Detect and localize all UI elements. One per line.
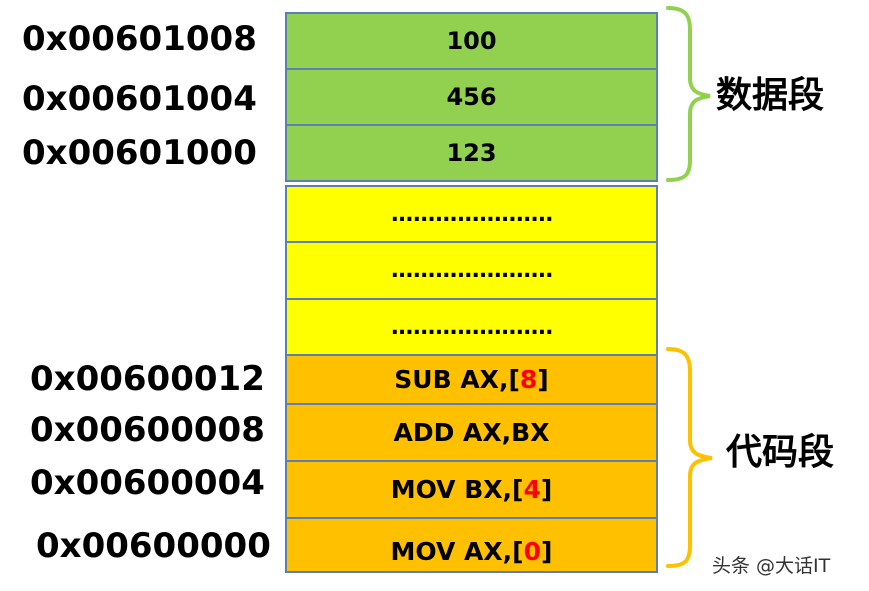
address-label: 0x00601008	[22, 19, 257, 59]
watermark-text: 头条 @大话IT	[712, 555, 831, 577]
instruction-suffix: ]	[540, 475, 553, 504]
memory-cell-data: 123	[285, 124, 658, 182]
cell-value: 123	[446, 139, 497, 167]
instruction-operand: 4	[523, 475, 541, 504]
instruction-operand: 8	[519, 365, 538, 394]
ellipsis-text: ......................	[390, 201, 554, 227]
ellipsis-text: ......................	[390, 258, 554, 283]
instruction-operand: 0	[523, 536, 542, 566]
instruction-text: SUB AX,[8]	[394, 365, 548, 394]
memory-cell-gap: ......................	[285, 241, 658, 300]
instruction-text: ADD AX,BX	[393, 418, 549, 447]
instruction-opcode: MOV AX,[	[390, 536, 524, 566]
instruction-opcode: ADD AX,BX	[393, 418, 550, 447]
address-label: 0x00600004	[30, 463, 265, 503]
instruction-opcode: SUB AX,[	[394, 365, 520, 394]
instruction-text: MOV AX,[0]	[391, 537, 553, 566]
instruction-text: MOV BX,[4]	[391, 475, 553, 504]
memory-cell-code: MOV AX,[0]	[285, 517, 658, 573]
address-label: 0x00600000	[36, 526, 271, 566]
address-label: 0x00600012	[30, 359, 265, 399]
ellipsis-text: ......................	[390, 314, 554, 340]
memory-cell-code: ADD AX,BX	[285, 403, 658, 462]
memory-cell-data: 456	[285, 68, 658, 126]
cell-value: 456	[446, 83, 497, 111]
instruction-suffix: ]	[541, 536, 553, 566]
data-segment-brace	[666, 6, 711, 182]
code-segment-label: 代码段	[726, 432, 835, 473]
address-label: 0x00601004	[22, 79, 257, 119]
cell-value: 100	[446, 27, 497, 55]
data-segment-label: 数据段	[716, 75, 825, 116]
instruction-opcode: MOV BX,[	[390, 475, 524, 504]
memory-cell-code: MOV BX,[4]	[285, 460, 658, 519]
memory-cell-gap: ......................	[285, 298, 658, 356]
instruction-suffix: ]	[537, 365, 549, 394]
address-label: 0x00600008	[30, 410, 265, 450]
code-segment-brace	[666, 347, 713, 568]
address-label: 0x00601000	[22, 133, 257, 173]
